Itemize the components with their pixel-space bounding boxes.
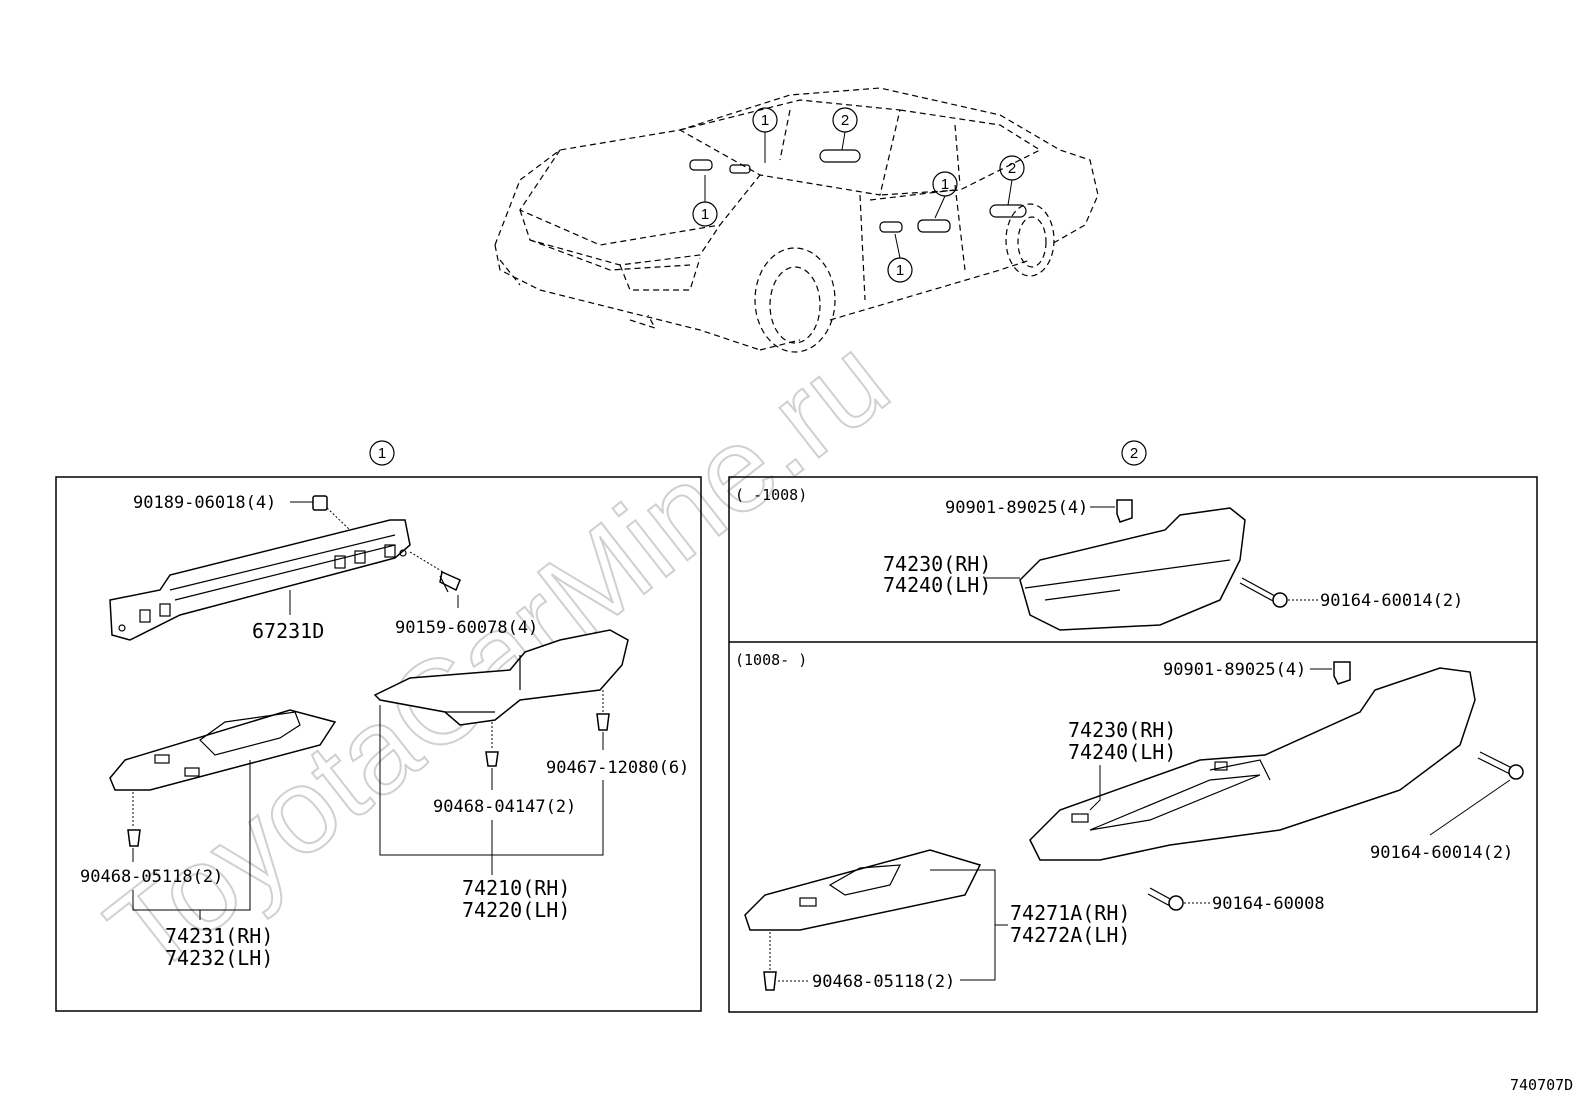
- label-lower-90901: 90901-89025(4): [1163, 660, 1306, 680]
- grip-rail-67231d: [109, 519, 411, 641]
- upper-assist-grip: [1019, 507, 1246, 631]
- svg-text:2: 2: [1008, 160, 1016, 177]
- assist-grip-74210: [373, 629, 629, 726]
- label-90468-04147: 90468-04147(2): [433, 797, 576, 817]
- car-callout-1d: 1: [887, 233, 913, 283]
- label-90159-60078: 90159-60078(4): [395, 618, 538, 638]
- clip-90189: [290, 495, 351, 531]
- label-90189-06018: 90189-06018(4): [133, 493, 276, 513]
- label-90467-12080: 90467-12080(6): [546, 758, 689, 778]
- lower-switch-base: [744, 849, 982, 931]
- label-67231d: 67231D: [252, 619, 324, 643]
- section-2-frame: [728, 476, 1538, 1013]
- svg-text:2: 2: [841, 112, 849, 129]
- upper-screw-90164: [1239, 577, 1288, 608]
- label-upper-90164-60014: 90164-60014(2): [1320, 591, 1463, 611]
- label-lower-90164-60008: 90164-60008: [1212, 894, 1325, 914]
- screw-90159: [409, 551, 461, 608]
- switch-base-74231: [109, 709, 337, 791]
- car-callout-2b: 2: [999, 155, 1025, 206]
- svg-text:1: 1: [701, 206, 709, 223]
- label-lower-90468-05118: 90468-05118(2): [812, 972, 955, 992]
- label-lower-90164-60014: 90164-60014(2): [1370, 843, 1513, 863]
- svg-text:2: 2: [1130, 445, 1138, 462]
- label-range-upper: ( -1008): [735, 486, 807, 504]
- diagram-id: 740707D: [1510, 1076, 1573, 1094]
- section-1-callout: 1: [369, 440, 395, 466]
- lower-assist-grip: [1029, 667, 1476, 861]
- lower-screw-90164-60014: [1477, 751, 1524, 780]
- section-2-callout: 2: [1121, 440, 1147, 466]
- svg-text:1: 1: [761, 112, 769, 129]
- label-lower-74230-rh: 74230(RH): [1068, 718, 1176, 742]
- car-callout-2a: 2: [832, 107, 858, 151]
- lower-screw-90164-60008: [1147, 887, 1184, 911]
- label-lower-74271a-rh: 74271A(RH): [1010, 901, 1130, 925]
- car-callout-1c: 1: [932, 171, 958, 219]
- label-upper-90901: 90901-89025(4): [945, 498, 1088, 518]
- car-callout-1b: 1: [692, 175, 718, 227]
- car-callout-1a: 1: [752, 107, 778, 163]
- svg-text:1: 1: [896, 262, 904, 279]
- label-74231-rh: 74231(RH): [165, 924, 273, 948]
- label-74232-lh: 74232(LH): [165, 946, 273, 970]
- car-illustration: 1 1 1 1 2 2: [494, 87, 1099, 353]
- label-90468-05118: 90468-05118(2): [80, 867, 223, 887]
- svg-text:1: 1: [378, 445, 386, 462]
- label-74220-lh: 74220(LH): [462, 898, 570, 922]
- section-2: 2 ( -1008) 90901-89025(4) 74230(RH) 7424…: [728, 440, 1538, 1013]
- label-lower-74272a-lh: 74272A(LH): [1010, 923, 1130, 947]
- svg-text:1: 1: [941, 176, 949, 193]
- label-range-lower: (1008- ): [735, 651, 807, 669]
- label-upper-74230-rh: 74230(RH): [883, 552, 991, 576]
- label-upper-74240-lh: 74240(LH): [883, 573, 991, 597]
- label-74210-rh: 74210(RH): [462, 876, 570, 900]
- label-lower-74240-lh: 74240(LH): [1068, 740, 1176, 764]
- section-1: 1 90189-06018(4) 67231D: [55, 440, 702, 1012]
- section-1-frame: [55, 476, 702, 1012]
